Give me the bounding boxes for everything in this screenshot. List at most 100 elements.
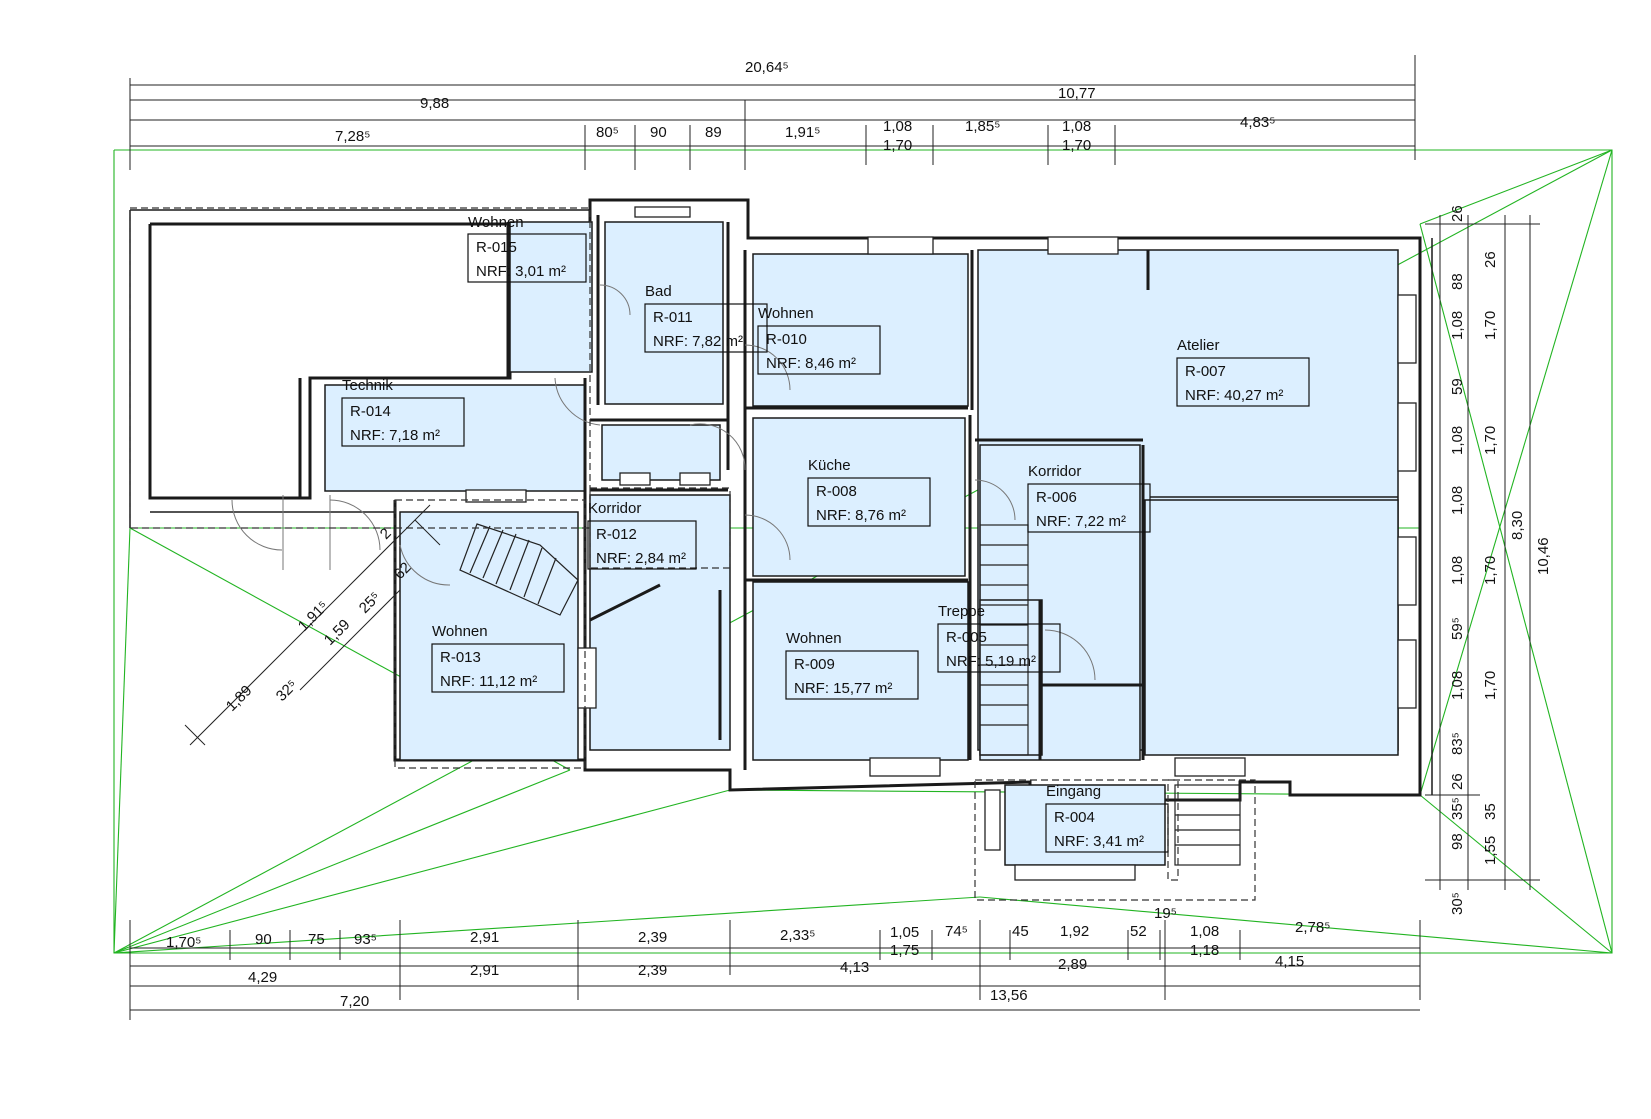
svg-text:Treppe: Treppe <box>938 603 985 620</box>
svg-text:Bad: Bad <box>645 283 672 300</box>
svg-text:R-013: R-013 <box>440 649 481 666</box>
dim-label: 7,20 <box>340 993 369 1010</box>
svg-text:NRF: 40,27 m²: NRF: 40,27 m² <box>1185 387 1283 404</box>
dim-label: 74⁵ <box>945 923 968 940</box>
dim-label: 7,28⁵ <box>335 128 370 145</box>
svg-text:R-010: R-010 <box>766 331 807 348</box>
dim-label: 1,08 <box>883 118 912 135</box>
dim-label: 83⁵ <box>1449 732 1466 755</box>
dim-label: 2,39 <box>638 929 667 946</box>
dim-label: 59 <box>1449 378 1466 395</box>
room-tag: Bad R-011 NRF: 7,82 m² <box>644 283 768 353</box>
dim-label: 52 <box>1130 923 1147 940</box>
svg-text:Küche: Küche <box>808 457 851 474</box>
svg-text:R-015: R-015 <box>476 239 517 256</box>
dim-label: 1,89 <box>223 682 256 715</box>
room-tag: Wohnen R-013 NRF: 11,12 m² <box>431 623 565 693</box>
dim-label: 1,08 <box>1062 118 1091 135</box>
svg-text:NRF: 7,18 m²: NRF: 7,18 m² <box>350 427 440 444</box>
dim-label: 75 <box>308 931 325 948</box>
room-fills <box>324 221 1399 866</box>
dim-label: 90 <box>255 931 272 948</box>
dim-label: 30⁵ <box>1449 892 1466 915</box>
windows <box>465 206 1417 881</box>
room-tag: Wohnen R-015 NRF: 3,01 m² <box>467 214 587 283</box>
svg-text:Technik: Technik <box>342 377 393 394</box>
dim-label: 1,70 <box>1482 556 1499 585</box>
stairs <box>459 523 1241 866</box>
dim-label: 19⁵ <box>1154 905 1177 922</box>
dim-label: 2,33⁵ <box>780 927 815 944</box>
dim-label: 32⁵ <box>273 677 301 705</box>
room-tag: Korridor R-006 NRF: 7,22 m² <box>1027 463 1151 533</box>
svg-text:Eingang: Eingang <box>1046 783 1101 800</box>
dim-label: 26 <box>1449 205 1466 222</box>
dim-label: 1,85⁵ <box>965 118 1000 135</box>
dim-label: 89 <box>705 124 722 141</box>
dim-label: 1,08 <box>1449 556 1466 585</box>
room-tag: Technik R-014 NRF: 7,18 m² <box>341 377 465 447</box>
dim-label: 1,70 <box>1062 137 1091 154</box>
svg-text:NRF: 7,82 m²: NRF: 7,82 m² <box>653 333 743 350</box>
dim-label: 35⁵ <box>1449 797 1466 820</box>
room-tag: Treppe R-005 NRF: 5,19 m² <box>937 603 1061 673</box>
svg-text:Wohnen: Wohnen <box>468 214 524 231</box>
room-tag: Atelier R-007 NRF: 40,27 m² <box>1176 337 1310 407</box>
dim-label: 10,46 <box>1535 537 1552 575</box>
bottom-dimensions: 1,70⁵ 90 75 93⁵ 2,91 2,39 2,33⁵ 1,05 74⁵… <box>129 905 1421 1020</box>
room-tag: Eingang R-004 NRF: 3,41 m² <box>1045 783 1169 853</box>
dim-label: 2,89 <box>1058 956 1087 973</box>
dim-label: 1,08 <box>1449 426 1466 455</box>
dim-label: 2,91 <box>470 929 499 946</box>
svg-text:R-004: R-004 <box>1054 809 1095 826</box>
svg-text:NRF: 11,12 m²: NRF: 11,12 m² <box>440 673 537 690</box>
dim-label: 4,15 <box>1275 953 1304 970</box>
svg-text:R-009: R-009 <box>794 656 835 673</box>
right-dimensions: 26 88 1,08 59 1,08 1,08 1,08 59⁵ 1,08 83… <box>1425 205 1552 915</box>
dim-label: 1,70 <box>883 137 912 154</box>
dim-label: 2,91 <box>470 962 499 979</box>
svg-text:R-014: R-014 <box>350 403 391 420</box>
dim-label: 88 <box>1449 273 1466 290</box>
dim-label: 1,18 <box>1190 942 1219 959</box>
svg-text:R-005: R-005 <box>946 629 987 646</box>
dim-label: 1,08 <box>1449 311 1466 340</box>
dim-label: 1,05 <box>890 924 919 941</box>
dim-label: 1,08 <box>1190 923 1219 940</box>
room-tags: Wohnen R-015 NRF: 3,01 m² Bad R-011 NRF:… <box>341 214 1310 853</box>
room-tag: Wohnen R-009 NRF: 15,77 m² <box>785 630 919 700</box>
svg-text:NRF: 3,01 m²: NRF: 3,01 m² <box>476 263 566 280</box>
dim-label: 2,39 <box>638 962 667 979</box>
room-tag: Küche R-008 NRF: 8,76 m² <box>807 457 931 527</box>
dim-label: 45 <box>1012 923 1029 940</box>
dim-label: 1,55 <box>1482 836 1499 865</box>
dim-label: 59⁵ <box>1449 617 1466 640</box>
svg-text:NRF: 3,41 m²: NRF: 3,41 m² <box>1054 833 1144 850</box>
dim-label: 1,70 <box>1482 671 1499 700</box>
dim-label: 1,08 <box>1449 671 1466 700</box>
dim-label: 1,70⁵ <box>166 934 201 951</box>
svg-text:NRF: 2,84 m²: NRF: 2,84 m² <box>596 550 686 567</box>
dim-label: 1,70 <box>1482 311 1499 340</box>
svg-text:NRF: 7,22 m²: NRF: 7,22 m² <box>1036 513 1126 530</box>
dim-label: 1,59 <box>321 616 354 649</box>
dim-label: 35 <box>1482 803 1499 820</box>
dim-label: 8,30 <box>1509 511 1526 540</box>
dim-label: 80⁵ <box>596 124 619 141</box>
svg-text:NRF: 8,46 m²: NRF: 8,46 m² <box>766 355 856 372</box>
svg-text:Wohnen: Wohnen <box>432 623 488 640</box>
svg-text:R-007: R-007 <box>1185 363 1226 380</box>
room-tag: Wohnen R-010 NRF: 8,46 m² <box>757 305 881 375</box>
dim-label: 1,91⁵ <box>785 124 820 141</box>
svg-text:R-008: R-008 <box>816 483 857 500</box>
top-dimensions: 20,64⁵ 9,88 10,77 7,28⁵ 80⁵ 90 89 1,91⁵ … <box>129 55 1416 170</box>
dim-label: 4,13 <box>840 959 869 976</box>
svg-text:Wohnen: Wohnen <box>758 305 814 322</box>
dim-label: 98 <box>1449 833 1466 850</box>
svg-text:Wohnen: Wohnen <box>786 630 842 647</box>
svg-text:Atelier: Atelier <box>1177 337 1220 354</box>
dim-label: 90 <box>650 124 667 141</box>
dim-label: 10,77 <box>1058 85 1096 102</box>
svg-text:R-011: R-011 <box>653 309 693 326</box>
